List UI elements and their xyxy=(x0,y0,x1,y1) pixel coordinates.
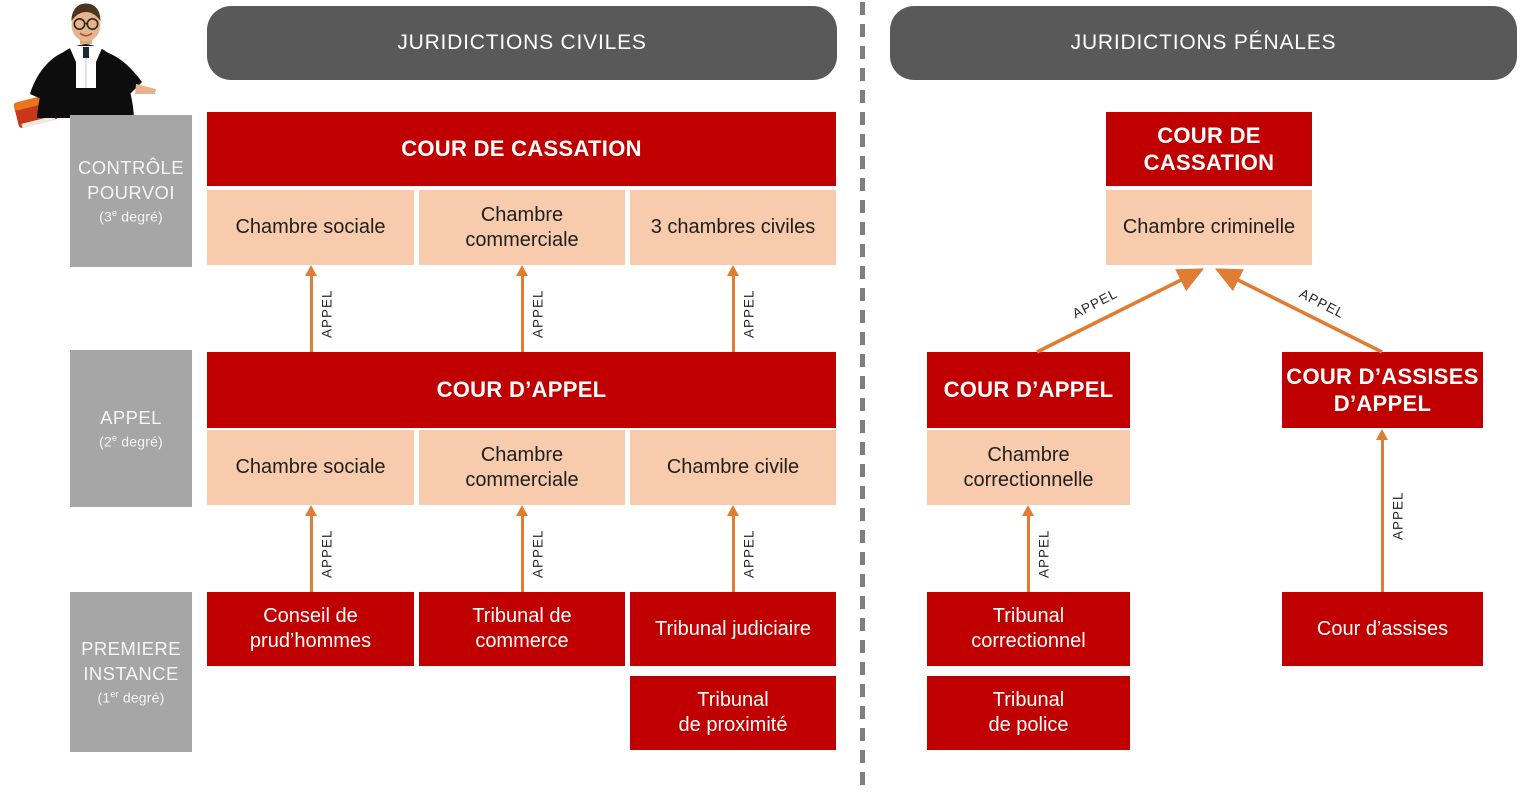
appel-arrow xyxy=(1022,505,1034,592)
level-line: POURVOI xyxy=(87,181,175,203)
appel-arrow xyxy=(516,505,528,592)
box-tribunal-correctionnel: Tribunal correctionnel xyxy=(927,592,1130,666)
box-tribunal-judiciaire: Tribunal judiciaire xyxy=(630,592,836,666)
appel-arrow-label: APPEL xyxy=(530,289,546,339)
header-juridictions-penales: JURIDICTIONS PÉNALES xyxy=(890,6,1517,80)
appel-diagonal-arrows xyxy=(1036,268,1383,354)
box-chambre-correctionnelle: Chambre correctionnelle xyxy=(927,430,1130,505)
box-chambre-sociale-appel: Chambre sociale xyxy=(207,430,414,505)
appel-arrow xyxy=(727,505,739,592)
header-juridictions-civiles: JURIDICTIONS CIVILES xyxy=(207,6,837,80)
appel-arrow-label: APPEL xyxy=(741,529,757,579)
box-cour-d-assises-d-appel: COUR D’ASSISES D’APPEL xyxy=(1282,352,1483,428)
box-cour-d-appel-penal: COUR D’APPEL xyxy=(927,352,1130,428)
box-chambre-civile-appel: Chambre civile xyxy=(630,430,836,505)
appel-arrow xyxy=(305,505,317,592)
box-3-chambres-civiles: 3 chambres civiles xyxy=(630,190,836,265)
appel-arrow xyxy=(305,265,317,352)
level-line: PREMIERE xyxy=(81,637,181,659)
level-label-premiere-instance: PREMIERE INSTANCE (1er degré) xyxy=(70,592,192,752)
level-line: CONTRÔLE xyxy=(78,156,184,178)
box-conseil-de-prudhommes: Conseil de prud’hommes xyxy=(207,592,414,666)
judge-character-illustration xyxy=(13,3,156,128)
box-chambre-commerciale-cassation: Chambre commerciale xyxy=(419,190,625,265)
level-label-appel: APPEL (2e degré) xyxy=(70,350,192,507)
appel-arrow xyxy=(727,265,739,352)
box-cour-d-appel-civil: COUR D’APPEL xyxy=(207,352,836,428)
level-line: INSTANCE xyxy=(83,662,179,684)
box-cour-de-cassation-penal: COUR DE CASSATION xyxy=(1106,112,1312,186)
section-divider xyxy=(860,2,865,792)
level-line: APPEL xyxy=(100,406,162,428)
level-degree: (1er degré) xyxy=(97,688,165,706)
level-degree: (2e degré) xyxy=(99,432,163,450)
appel-arrow xyxy=(1376,429,1388,592)
box-cour-d-assises: Cour d’assises xyxy=(1282,592,1483,666)
appel-arrow-label: APPEL xyxy=(741,289,757,339)
box-chambre-sociale-cassation: Chambre sociale xyxy=(207,190,414,265)
header-penal-label: JURIDICTIONS PÉNALES xyxy=(1070,30,1337,54)
box-chambre-criminelle: Chambre criminelle xyxy=(1106,190,1312,265)
level-label-controle-pourvoi: CONTRÔLE POURVOI (3e degré) xyxy=(70,115,192,267)
header-civil-label: JURIDICTIONS CIVILES xyxy=(397,30,647,54)
box-tribunal-de-proximite: Tribunal de proximité xyxy=(630,676,836,750)
appel-arrow-label: APPEL xyxy=(530,529,546,579)
level-degree: (3e degré) xyxy=(99,207,163,225)
appel-arrow-label: APPEL xyxy=(1390,491,1406,541)
appel-arrow-label: APPEL xyxy=(319,289,335,339)
appel-arrow xyxy=(516,265,528,352)
box-tribunal-de-police: Tribunal de police xyxy=(927,676,1130,750)
appel-arrow-label: APPEL xyxy=(319,529,335,579)
appel-arrow-label: APPEL xyxy=(1036,529,1052,579)
box-cour-de-cassation-civil: COUR DE CASSATION xyxy=(207,112,836,186)
box-chambre-commerciale-appel: Chambre commerciale xyxy=(419,430,625,505)
box-tribunal-de-commerce: Tribunal de commerce xyxy=(419,592,625,666)
